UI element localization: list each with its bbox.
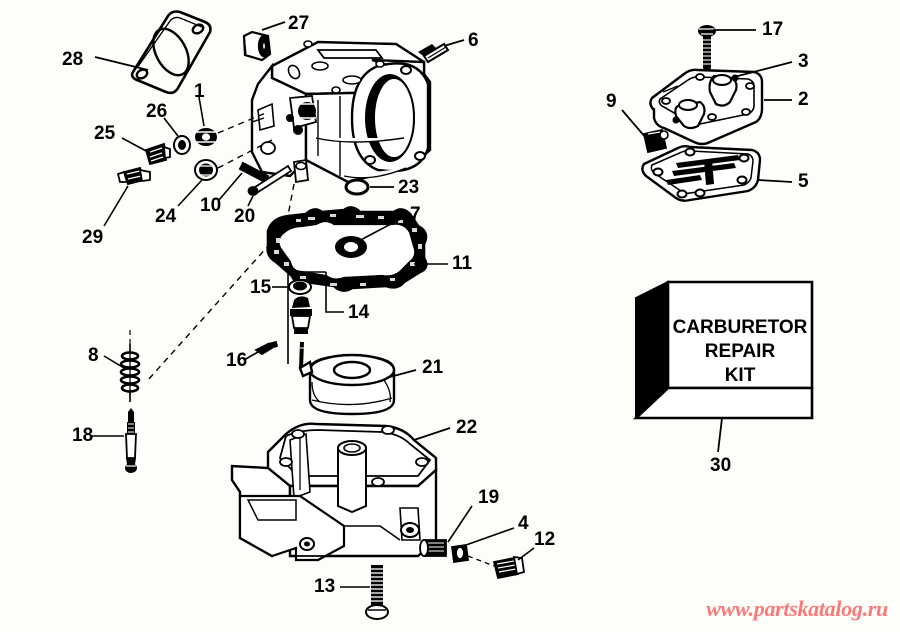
leader-26 [163,117,179,137]
kit-line-1: CARBURETOR [673,317,808,338]
part-1-packing-nut [195,128,217,146]
callout-2: 2 [798,89,809,110]
part-22-float-bowl [230,422,438,562]
leader-28 [94,56,149,71]
callout-24: 24 [155,206,177,227]
part-14-inlet-needle-seat [290,296,312,372]
part-25-idle-screw [144,142,171,166]
callout-5: 5 [798,171,809,192]
callout-9: 9 [606,91,617,112]
part-5-fuel-pump-diaphragm [641,145,762,202]
leader-20 [247,195,254,207]
leader-24 [177,179,203,207]
part-4-washer [450,543,470,564]
leader-21 [385,369,417,379]
callout-26: 26 [146,101,168,122]
callout-3: 3 [798,51,809,72]
leader-25 [121,137,149,153]
part-6-idle-screw [418,42,450,64]
leader-7 [354,215,407,244]
callout-6: 6 [468,30,479,51]
callout-17: 17 [762,19,784,40]
leader-27 [261,21,286,31]
part-24-seal-washer [194,159,218,181]
part-8-spring [119,344,141,402]
bracket-14 [287,271,344,364]
callout-7: 7 [410,204,421,225]
part-15-gasket-washer [288,279,312,295]
callout-29: 29 [82,227,104,248]
part-23-o-ring [344,178,370,196]
part-12-bowl-screw [492,555,526,580]
part-9-fuel-fitting [642,128,669,154]
leader-9 [621,109,647,139]
leader-1 [198,96,205,127]
callout-20: 20 [234,206,256,227]
leader-22 [413,427,451,441]
part-16-float-clip [254,340,279,356]
leader-10 [218,172,243,201]
callout-27: 27 [288,13,310,34]
callout-12: 12 [534,529,556,550]
callout-10: 10 [200,195,222,216]
callout-1: 1 [194,81,205,102]
part-26-washer [173,135,191,155]
callout-30: 30 [710,455,732,476]
part-11-float-bowl-gasket [266,206,428,292]
leader-16 [243,351,259,361]
leader-19 [447,505,473,543]
part-29-drain-screw [116,166,151,186]
callout-19: 19 [478,487,500,508]
callout-14: 14 [348,302,370,323]
part-27-hex-nut [242,30,272,62]
callout-21: 21 [422,357,444,378]
callout-16: 16 [226,350,248,371]
leader-29 [103,185,129,227]
part-19-spring-retainer [419,539,447,557]
callout-25: 25 [94,123,116,144]
callout-18: 18 [72,425,94,446]
part-20-pivot-pin [247,164,293,196]
part-28-mounting-gasket [130,10,212,95]
leader-5 [757,179,793,183]
site-watermark: www.partskatalog.ru [706,596,888,621]
part-carburetor-body [250,40,432,184]
part-17-cover-screw [698,25,716,74]
callout-23: 23 [398,177,420,198]
callout-11: 11 [452,253,473,274]
leader-8 [103,355,125,369]
dash-4-12 [467,555,495,567]
callout-13: 13 [314,576,336,597]
leader-30 [717,417,723,453]
callout-22: 22 [456,417,478,438]
part-30-repair-kit-box: CARBURETOR REPAIR KIT [632,280,814,420]
kit-line-2: REPAIR [705,341,776,362]
part-18-high-speed-needle [125,408,137,473]
callout-4: 4 [518,513,529,534]
leader-12 [517,547,535,561]
part-2-fuel-pump-body [649,68,764,146]
callout-15: 15 [250,277,272,298]
assembly-dashed-lines [147,111,295,381]
leader-3 [733,61,793,78]
kit-line-3: KIT [725,365,756,386]
part-13-long-screw [365,565,389,620]
callout-8: 8 [88,345,99,366]
leader-6 [443,39,465,47]
leader-4 [465,527,515,546]
part-3-check-valve [708,74,739,107]
callout-28: 28 [62,49,84,70]
part-21-float [298,353,396,416]
